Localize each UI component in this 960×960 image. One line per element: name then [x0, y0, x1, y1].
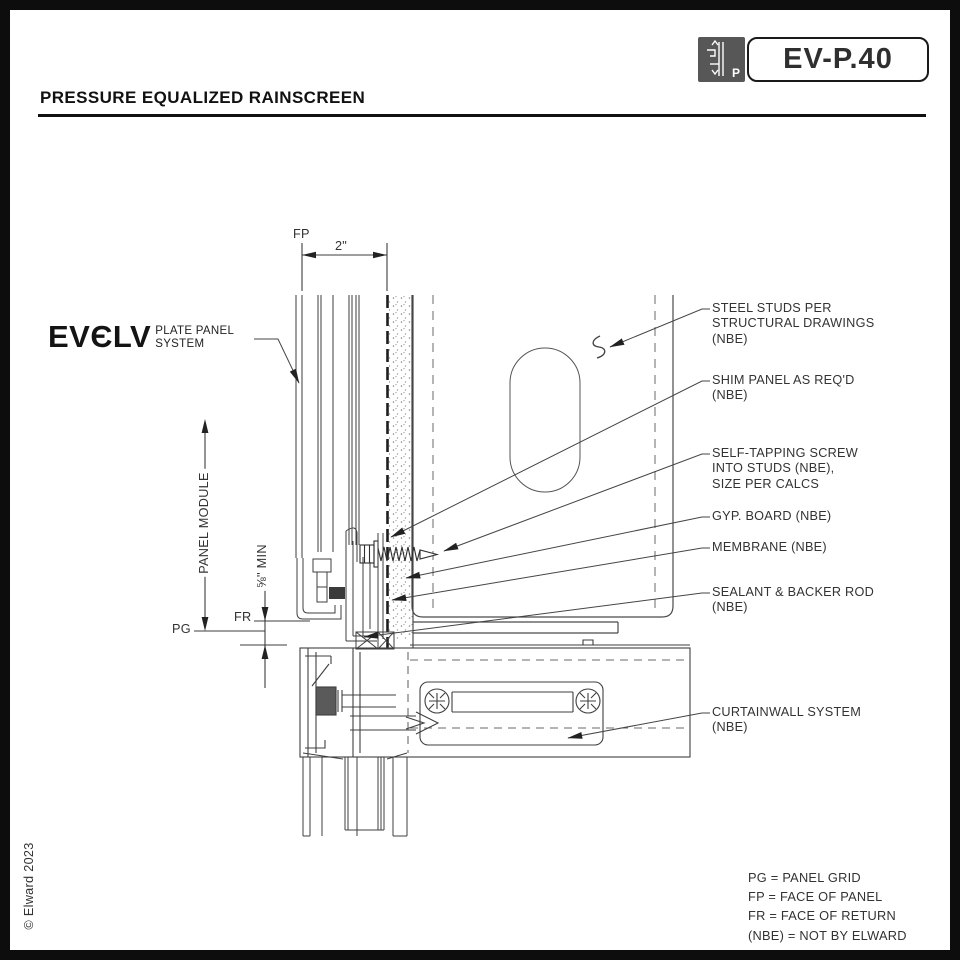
- legend-line-pg: PG = PANEL GRID: [748, 870, 861, 885]
- dim-label-min: ⅝" MIN: [255, 541, 269, 591]
- callout-gyp-board: GYP. BOARD (NBE): [712, 509, 832, 523]
- logo-leader: [254, 338, 300, 384]
- panel-detail-icon: P: [698, 37, 745, 82]
- legend-line-fp: FP = FACE OF PANEL: [748, 889, 883, 905]
- brand-logo: EVЄLV PLATE PANEL SYSTEM: [48, 319, 235, 354]
- brand-name: EVЄLV: [48, 319, 152, 354]
- callout-sealant-backer-rod: SEALANT & BACKER ROD (NBE): [712, 585, 874, 615]
- legend-line-fr: FR = FACE OF RETURN: [748, 908, 897, 924]
- legend-line-nbe: (NBE) = NOT BY ELWARD: [748, 927, 907, 943]
- dim-label-width: 2": [333, 239, 350, 255]
- callout-membrane: MEMBRANE (NBE): [712, 540, 827, 554]
- drawing-badge: P EV-P.40: [698, 37, 929, 82]
- top-dimension: [301, 243, 388, 291]
- glazing-lines: [302, 752, 408, 837]
- dim-label-panel-module: PANEL MODULE: [197, 469, 211, 577]
- curtainwall-mullion: [299, 639, 691, 758]
- brand-tagline: PLATE PANEL SYSTEM: [155, 325, 235, 350]
- plate-panel-lines: [295, 295, 360, 558]
- steel-stud: [411, 295, 674, 634]
- legend: PG = PANEL GRID FP = FACE OF PANEL FR = …: [748, 868, 907, 945]
- callout-shim-panel: SHIM PANEL AS REQ'D (NBE): [712, 373, 855, 403]
- badge-icon-letter: P: [732, 66, 740, 80]
- sheathing-membrane: [386, 295, 656, 648]
- leader-lines: [254, 308, 710, 739]
- page-title: PRESSURE EQUALIZED RAINSCREEN: [40, 88, 366, 107]
- left-dimensions: [194, 419, 310, 688]
- callout-steel-studs: STEEL STUDS PER STRUCTURAL DRAWINGS (NBE…: [712, 301, 875, 346]
- title-rule: [38, 114, 926, 117]
- panel-clip-assembly: [296, 527, 395, 650]
- drawing-number: EV-P.40: [747, 37, 929, 82]
- dim-label-pg: PG: [172, 622, 191, 636]
- dim-label-fr: FR: [234, 610, 252, 624]
- callout-curtainwall-system: CURTAINWALL SYSTEM (NBE): [712, 705, 862, 735]
- dim-label-fp: FP: [293, 227, 310, 241]
- callout-self-tapping-screw: SELF-TAPPING SCREW INTO STUDS (NBE), SIZ…: [712, 446, 858, 491]
